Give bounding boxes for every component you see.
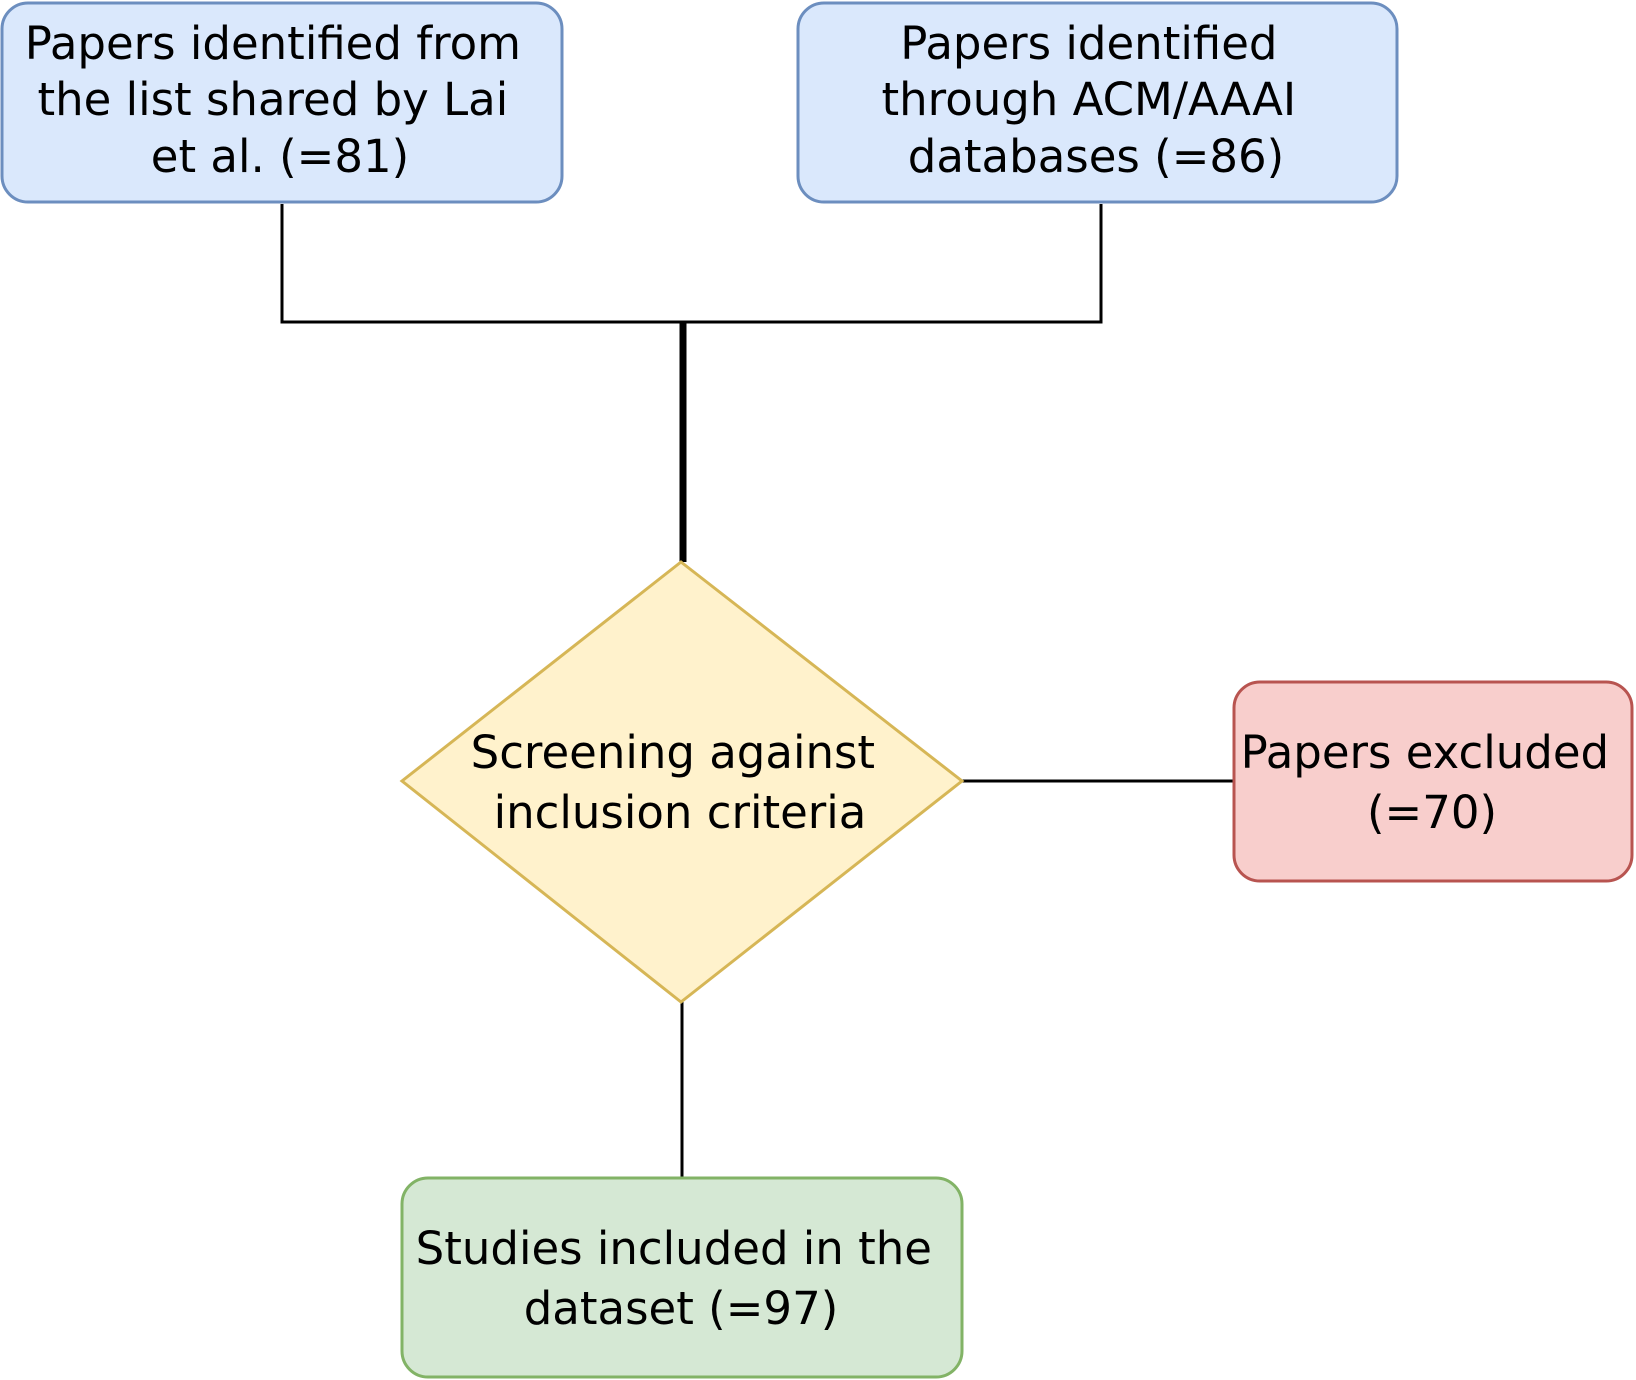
source-acm-box: Papers identified through ACM/AAAI datab… (796, 1, 1399, 204)
included-label: Studies included in the dataset (=97) (416, 1222, 947, 1335)
connectors (280, 204, 1234, 1178)
source-acm-label-line-3: databases (=86) (908, 130, 1284, 183)
source-lai-box-shape (0, 1, 564, 204)
screening-label-line-2: inclusion criteria (494, 786, 867, 839)
excluded-box: Papers excluded (=70) (1232, 680, 1634, 883)
excluded-box-shape (1232, 680, 1634, 883)
included-label-line-2: dataset (=97) (524, 1282, 839, 1335)
source-lai-label: Papers identified from the list shared b… (25, 17, 536, 183)
included-label-line-1: Studies included in the (416, 1222, 932, 1275)
source-acm-label: Papers identified through ACM/AAAI datab… (882, 17, 1311, 183)
screening-decision: Screening against inclusion criteria (399, 560, 965, 1004)
source-acm-box-shape (796, 1, 1399, 204)
included-box-shape (400, 1176, 964, 1379)
excluded-label-line-1: Papers excluded (1241, 726, 1610, 779)
excluded-label-line-2: (=70) (1367, 786, 1497, 839)
included-box: Studies included in the dataset (=97) (400, 1176, 964, 1379)
source-acm-label-line-1: Papers identified (900, 17, 1277, 70)
screening-label: Screening against inclusion criteria (471, 726, 890, 839)
source-lai-box: Papers identified from the list shared b… (0, 1, 564, 204)
source-lai-label-line-3: et al. (=81) (151, 130, 409, 183)
screening-label-line-1: Screening against (471, 726, 875, 779)
connector-lai-to-junction (280, 204, 683, 324)
screening-decision-shape (399, 560, 965, 1004)
source-lai-label-line-1: Papers identified from (25, 17, 521, 70)
connector-acm-to-junction (683, 204, 1103, 324)
excluded-label: Papers excluded (=70) (1241, 726, 1624, 839)
source-lai-label-line-2: the list shared by Lai (37, 73, 508, 126)
source-acm-label-line-2: through ACM/AAAI (882, 73, 1297, 126)
